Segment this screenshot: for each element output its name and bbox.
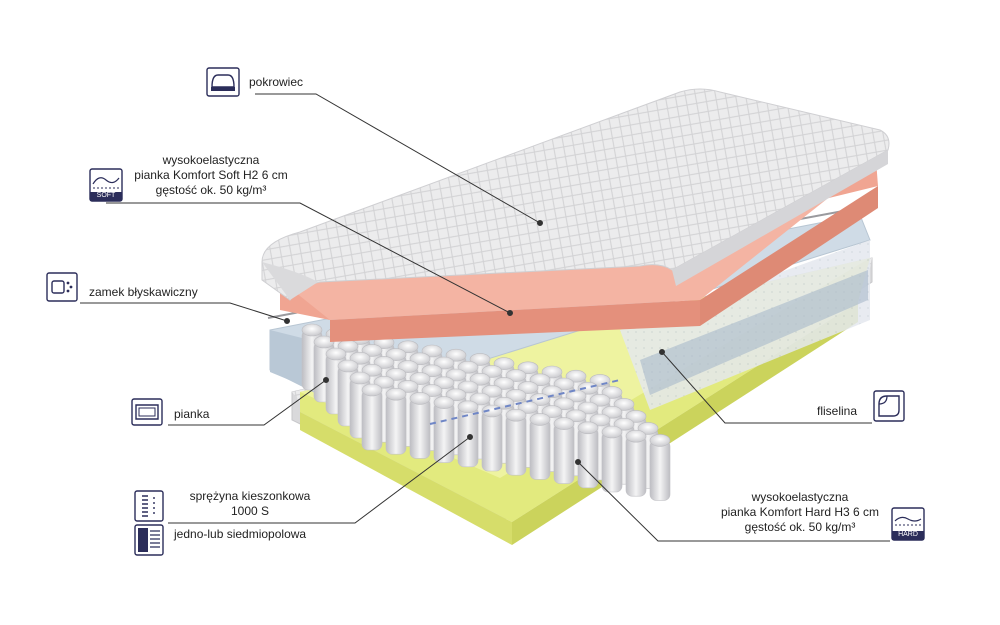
leader-fleece — [661, 351, 872, 424]
label-springs-line3: jedno-lub siedmiopolowa — [174, 527, 307, 541]
pocket-spring — [553, 417, 575, 484]
foam-frame-icon — [131, 398, 163, 426]
label-hard-foam: wysokoelastyczna pianka Komfort Hard H3 … — [710, 490, 890, 535]
leader-dot-hard-foam — [575, 459, 581, 465]
label-zipper: zamek błyskawiczny — [89, 285, 198, 299]
leader-lines — [80, 93, 890, 542]
soft-foam-icon — [89, 168, 123, 202]
label-springs-line1: sprężyna kieszonkowa — [189, 489, 311, 503]
pocket-spring — [649, 434, 671, 501]
pocket-spring — [361, 383, 383, 451]
hard-foam-icon — [891, 507, 925, 541]
label-fleece: fliselina — [817, 404, 858, 418]
pocket-spring — [409, 392, 431, 459]
zipper-icon — [46, 272, 78, 302]
leader-dot-foam — [323, 377, 329, 383]
pocket-spring — [433, 396, 455, 463]
pocket-spring — [529, 413, 551, 480]
leader-dot-soft-foam — [507, 310, 513, 316]
label-hard-foam-line1: wysokoelastyczna — [751, 490, 849, 504]
label-soft-foam-line1: wysokoelastyczna — [162, 153, 260, 167]
label-hard-foam-line3: gęstość ok. 50 kg/m³ — [744, 520, 856, 534]
pocket-spring — [505, 408, 527, 476]
pocket-spring — [577, 421, 599, 489]
label-cover: pokrowiec — [249, 75, 304, 89]
leader-dot-springs — [467, 434, 473, 440]
mattress-cover-icon — [206, 67, 240, 97]
leader-hard-foam — [577, 461, 890, 542]
pocket-spring — [625, 429, 647, 497]
soft-badge: SOFT — [96, 192, 116, 199]
label-foam: pianka — [174, 407, 210, 421]
label-springs: sprężyna kieszonkowa 1000 S — [170, 489, 330, 519]
hard-badge: HARD — [898, 531, 918, 538]
label-springs-line2: 1000 S — [230, 504, 270, 518]
top-cover-layer — [261, 88, 890, 301]
label-soft-foam: wysokoelastyczna pianka Komfort Soft H2 … — [126, 153, 296, 198]
leader-dot-fleece — [659, 349, 665, 355]
seven-zone-icon — [134, 524, 164, 556]
fleece-sheet-icon — [873, 390, 905, 422]
leader-dot-cover — [537, 220, 543, 226]
pocket-spring — [601, 425, 623, 493]
label-hard-foam-line2: pianka Komfort Hard H3 6 cm — [720, 505, 880, 519]
leader-foam — [168, 379, 327, 426]
leader-dot-zipper — [284, 318, 290, 324]
leader-soft-foam — [106, 202, 511, 314]
leader-springs — [168, 436, 471, 524]
label-soft-foam-line2: pianka Komfort Soft H2 6 cm — [134, 168, 288, 182]
pocket-spring-icon — [134, 490, 164, 522]
leader-cover — [255, 93, 541, 224]
leader-zipper — [80, 302, 288, 322]
label-soft-foam-line3: gęstość ok. 50 kg/m³ — [155, 183, 267, 197]
pocket-spring — [481, 404, 503, 472]
pocket-spring — [385, 387, 407, 455]
pocket-spring — [457, 400, 479, 468]
